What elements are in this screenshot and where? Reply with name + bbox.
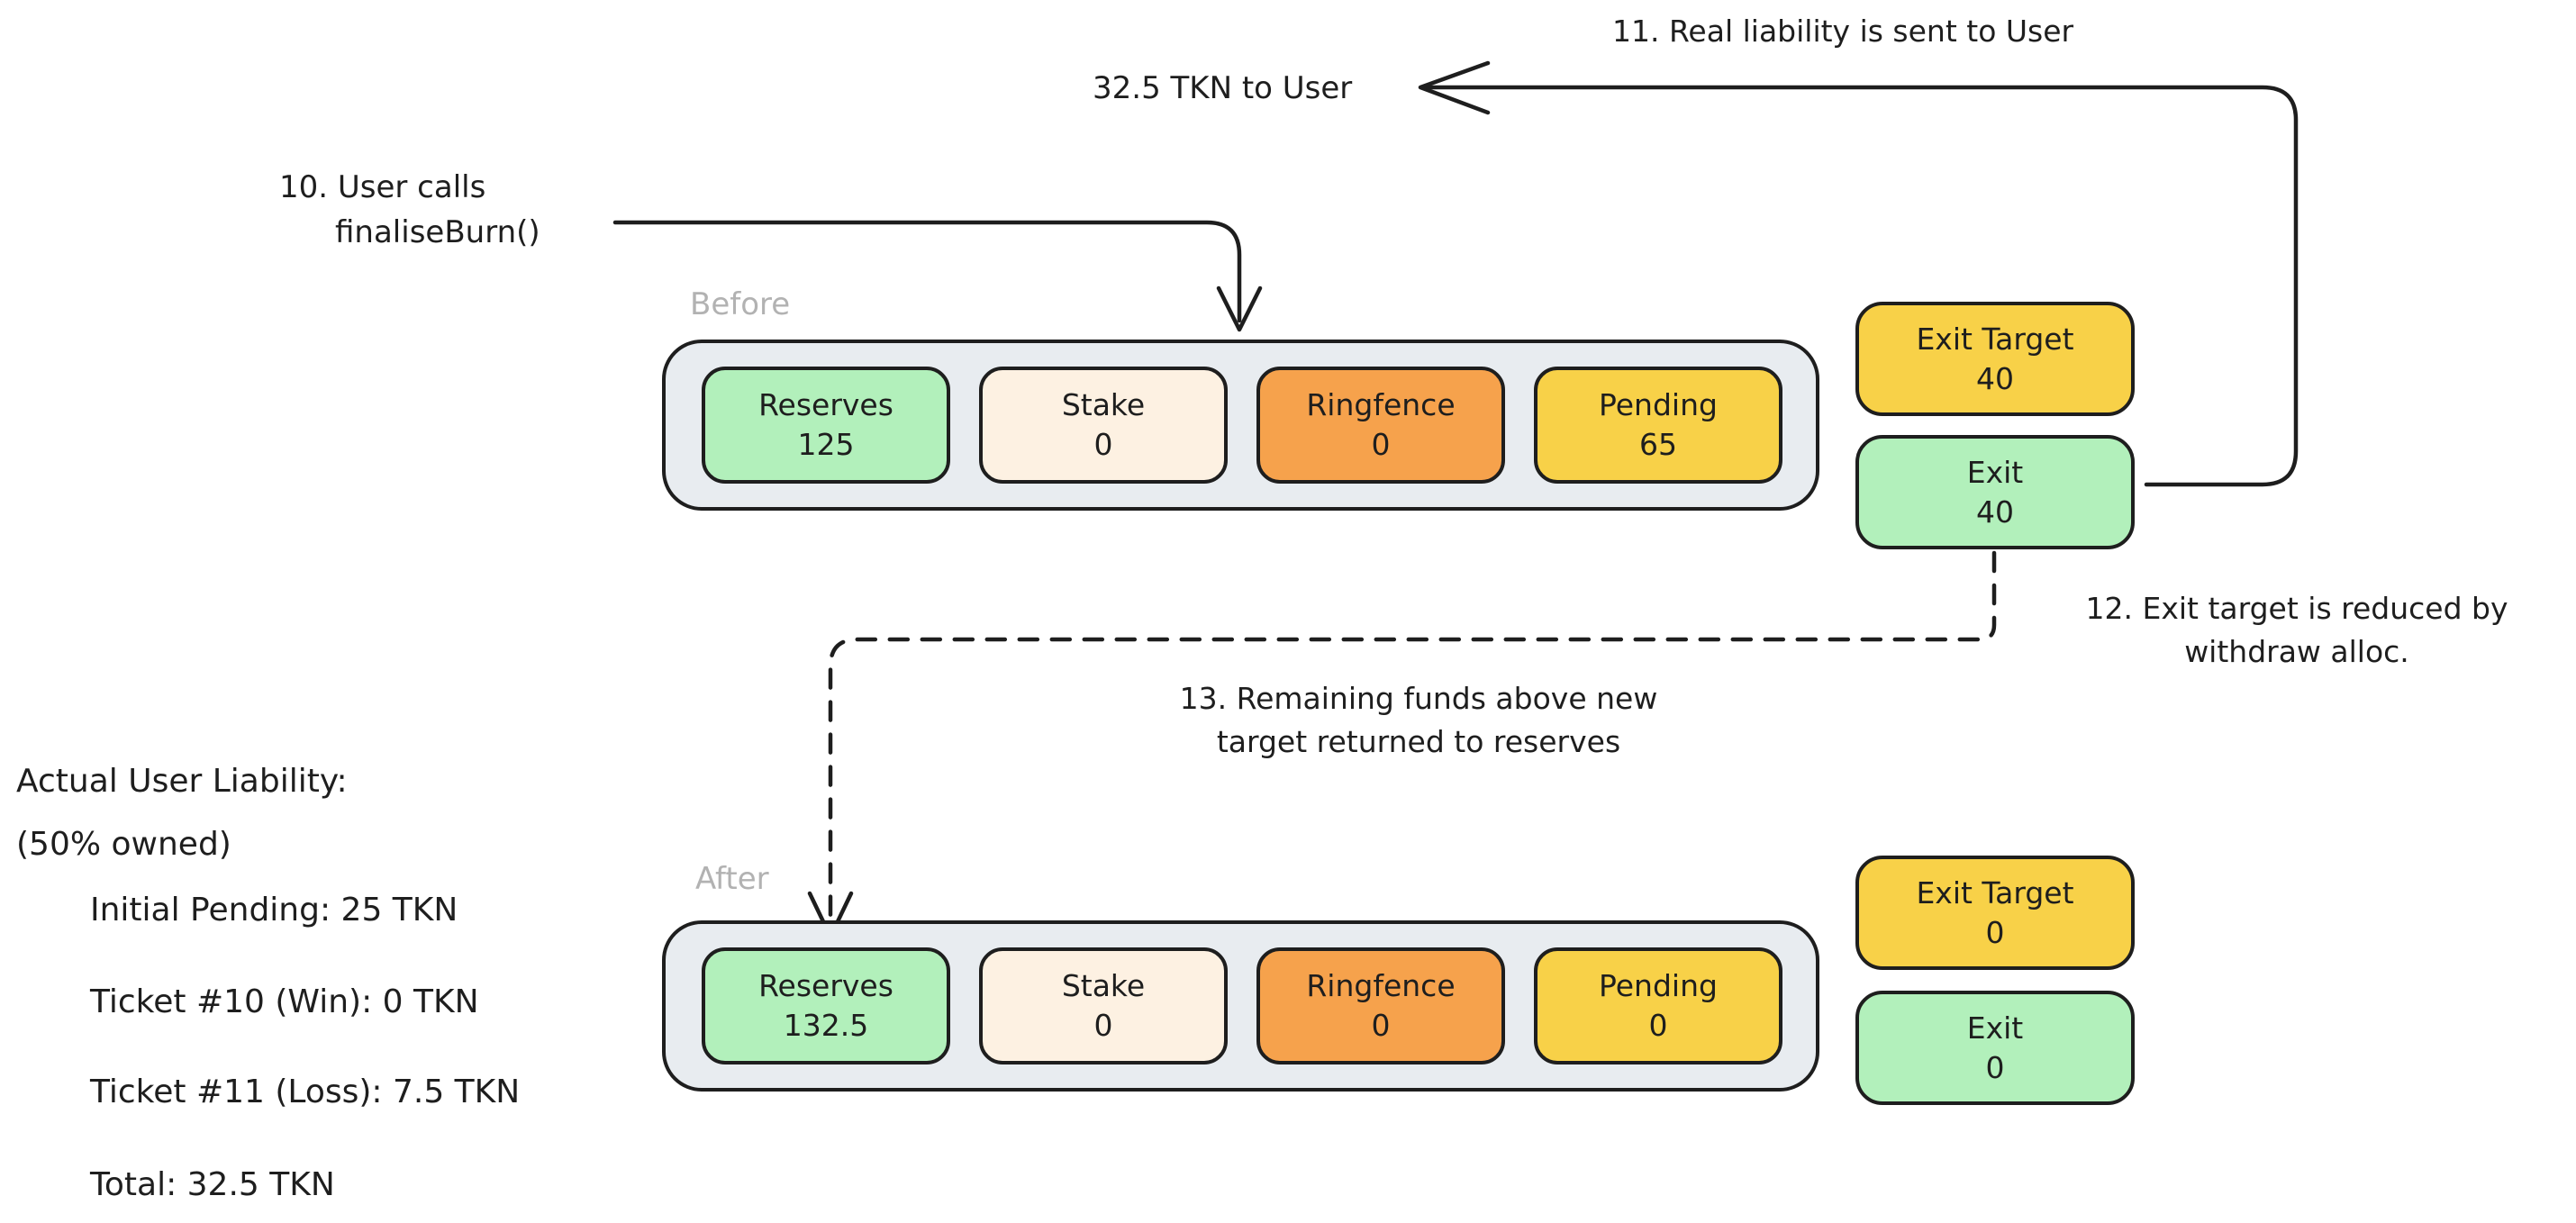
slot-value: 0 [1371, 427, 1391, 462]
after-exit-target-box: Exit Target 0 [1855, 856, 2135, 970]
before-label: Before [690, 286, 791, 322]
slot-label: Reserves [758, 387, 893, 422]
annotation-step12-line2: withdraw alloc. [2184, 633, 2409, 669]
slot-value: 0 [1371, 1008, 1391, 1043]
after-pool-container: Reserves 132.5 Stake 0 Ringfence 0 Pendi… [662, 920, 1819, 1092]
liability-subtitle: (50% owned) [16, 826, 231, 863]
annotation-step12-line1: 12. Exit target is reduced by [2085, 591, 2508, 626]
before-pool-container: Reserves 125 Stake 0 Ringfence 0 Pending… [662, 340, 1819, 511]
slot-label: Pending [1599, 968, 1718, 1003]
sidebox-label: Exit [1966, 1010, 2024, 1046]
slot-label: Ringfence [1306, 387, 1456, 422]
after-exit-box: Exit 0 [1855, 991, 2135, 1105]
liability-item-ticket-10: Ticket #10 (Win): 0 TKN [90, 983, 479, 1020]
slot-label: Stake [1061, 968, 1146, 1003]
annotation-step11: 11. Real liability is sent to User [1612, 14, 2074, 49]
slot-value: 0 [1648, 1008, 1668, 1043]
sidebox-label: Exit Target [1916, 874, 2074, 910]
annotation-step10-line2: finaliseBurn() [335, 214, 540, 250]
sidebox-value: 40 [1976, 360, 2014, 396]
slot-label: Pending [1599, 387, 1718, 422]
slot-value: 0 [1093, 1008, 1113, 1043]
before-slot-ringfence: Ringfence 0 [1256, 367, 1505, 484]
annotation-step13: 13. Remaining funds above new target ret… [1144, 677, 1693, 764]
liability-title: Actual User Liability: [16, 763, 348, 800]
after-slot-ringfence: Ringfence 0 [1256, 947, 1505, 1064]
sidebox-value: 0 [1985, 1049, 2005, 1085]
sidebox-value: 40 [1976, 494, 2014, 530]
sidebox-label: Exit Target [1916, 321, 2074, 357]
annotation-step13-line1: 13. Remaining funds above new [1179, 681, 1658, 716]
before-slot-reserves: Reserves 125 [702, 367, 950, 484]
slot-label: Ringfence [1306, 968, 1456, 1003]
after-slot-pending: Pending 0 [1534, 947, 1782, 1064]
slot-value: 125 [797, 427, 855, 462]
after-slot-reserves: Reserves 132.5 [702, 947, 950, 1064]
liability-item-total: Total: 32.5 TKN [90, 1166, 335, 1203]
slot-label: Reserves [758, 968, 893, 1003]
annotation-step13-line2: target returned to reserves [1216, 723, 1621, 759]
before-exit-target-box: Exit Target 40 [1855, 302, 2135, 416]
slot-value: 0 [1093, 427, 1113, 462]
slot-label: Stake [1061, 387, 1146, 422]
annotation-tkn-to-user: 32.5 TKN to User [1093, 70, 1353, 106]
liability-item-initial-pending: Initial Pending: 25 TKN [90, 892, 458, 929]
annotation-step10-line1: 10. User calls [279, 169, 486, 205]
liability-item-ticket-11: Ticket #11 (Loss): 7.5 TKN [90, 1074, 521, 1110]
slot-value: 65 [1639, 427, 1677, 462]
sidebox-label: Exit [1966, 454, 2024, 490]
before-exit-box: Exit 40 [1855, 435, 2135, 549]
slot-value: 132.5 [783, 1008, 869, 1043]
sidebox-value: 0 [1985, 914, 2005, 950]
before-slot-pending: Pending 65 [1534, 367, 1782, 484]
after-slot-stake: Stake 0 [979, 947, 1228, 1064]
before-slot-stake: Stake 0 [979, 367, 1228, 484]
annotation-step12: 12. Exit target is reduced by withdraw a… [2018, 587, 2576, 674]
after-label: After [695, 861, 769, 897]
